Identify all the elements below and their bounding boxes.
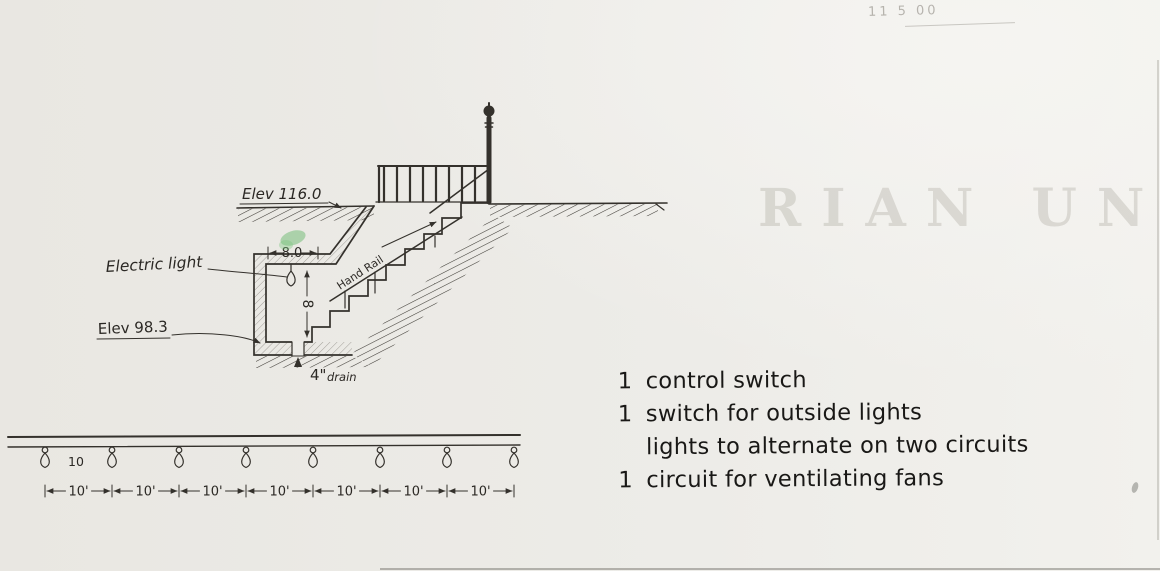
lamp-icon <box>375 446 385 469</box>
height-dimension-label: 8 <box>299 300 315 309</box>
drain <box>291 341 305 367</box>
note-text: lights to alternate on two circuits <box>646 431 1029 461</box>
note-text: circuit for ventilating fans <box>646 465 945 494</box>
elev-bottom-leader <box>171 333 261 344</box>
lamp-row <box>40 446 519 469</box>
note-text: switch for outside lights <box>645 399 923 428</box>
newel-post <box>483 102 495 205</box>
electric-light-leader <box>207 268 288 278</box>
upper-handrail <box>429 168 490 214</box>
electric-light-fixture <box>286 263 296 287</box>
note-line: 1 control switch <box>618 363 1029 399</box>
note-line: lights to alternate on two circuits <box>618 429 1029 465</box>
concrete-wall <box>254 206 374 355</box>
elev-bottom-label: Elev 98.3 <box>98 318 169 338</box>
elev-bottom-underline <box>96 337 171 340</box>
lamp-icon <box>308 446 318 469</box>
earth-hatch-under-floor <box>256 356 372 368</box>
width-dimension <box>267 246 319 260</box>
spacing-label: 10' <box>135 485 155 500</box>
stair-outer-outline <box>253 206 367 356</box>
elev-top <box>239 201 342 209</box>
note-qty <box>618 431 646 464</box>
lamp-icon <box>174 446 184 469</box>
spacing-labels: 10' 10' 10' 10' 10' 10' 10' <box>68 485 490 500</box>
note-qty: 1 <box>617 401 633 428</box>
lamp-icon <box>107 446 117 469</box>
railing <box>375 164 489 204</box>
notes-block: 1 control switch 1 switch for outside li… <box>618 363 1029 498</box>
ground-line-left <box>236 205 375 222</box>
lamp-icon <box>241 446 251 469</box>
wiring-diagram: 10 <box>7 434 521 500</box>
lamp-icon <box>509 446 519 469</box>
handrail-label: Hand Rail <box>335 253 386 293</box>
spacing-label: 10' <box>269 485 289 500</box>
spacing-label: 10' <box>403 485 423 500</box>
earth-hatch-slope <box>352 215 513 367</box>
drain-size-label: 4" <box>310 366 326 384</box>
spacing-label: 10' <box>336 485 356 500</box>
scan-edge-right <box>1157 60 1159 540</box>
electric-light-label: Electric light <box>105 253 203 276</box>
stair-section: Hand Rail 8.0 <box>96 102 668 384</box>
elev-top-label: Elev 116.0 <box>242 185 321 203</box>
ground-line-right <box>488 202 668 217</box>
watermark-ghost-text: RIAN UN <box>758 178 1160 239</box>
dimension-ticks <box>44 484 515 498</box>
lamp-icon <box>40 446 50 469</box>
note-qty: 1 <box>617 368 633 395</box>
note-text: control switch <box>645 367 807 395</box>
handrail <box>329 216 463 309</box>
spacing-label: 10' <box>68 485 88 500</box>
note-line: 1 circuit for ventilating fans <box>618 462 1029 498</box>
lamp-count-label: 10 <box>68 454 84 469</box>
green-highlight-mark <box>279 230 306 250</box>
lamp-icon <box>442 446 452 469</box>
spacing-label: 10' <box>470 485 490 500</box>
width-dimension-label: 8.0 <box>282 246 303 261</box>
note-line: 1 switch for outside lights <box>618 396 1029 432</box>
spacing-label: 10' <box>202 485 222 500</box>
scan-edge-bottom <box>380 568 1160 570</box>
note-qty: 1 <box>618 467 634 494</box>
wire-lower <box>7 444 521 448</box>
drain-word-label: drain <box>327 370 357 384</box>
wire-upper <box>7 434 521 438</box>
